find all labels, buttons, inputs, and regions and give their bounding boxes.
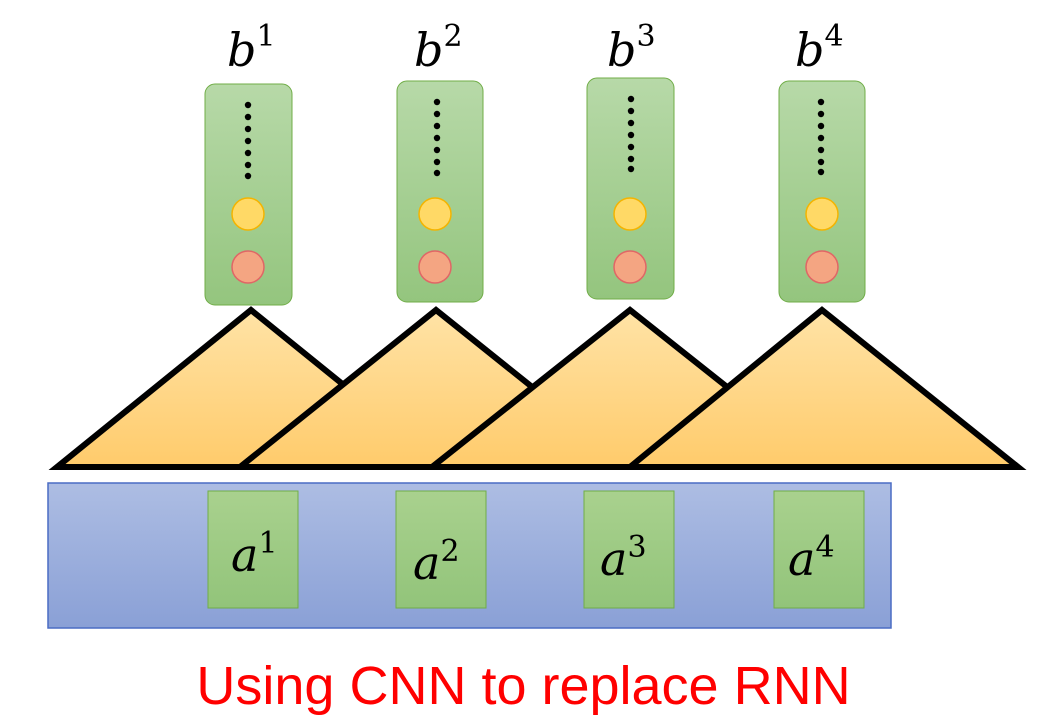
circle-neuron-icon [231,197,265,231]
output-label-2: b2 [414,19,463,77]
caption: Using CNN to replace RNN [196,656,851,716]
output-labels: b1 b2 b3 b4 [227,19,844,77]
input-label-2: a2 [413,534,460,590]
circle-neuron-icon [613,197,647,231]
circle-neuron-icon [418,250,452,284]
output-label-3: b3 [607,19,656,77]
conv-filters [48,306,1027,470]
circle-neuron-icon [805,197,839,231]
output-vector-1 [204,83,293,306]
vertical-dotted-ellipsis-icon [244,101,252,180]
output-label-1: b1 [227,19,276,77]
vertical-dotted-ellipsis-icon [433,98,441,177]
filter-triangle-4 [621,306,1027,470]
circle-neuron-icon [231,250,265,284]
input-label-1: a1 [231,526,278,582]
input-vector-1: a1 [207,490,299,609]
output-label-4: b4 [795,19,844,77]
output-vector-3 [586,77,675,300]
circle-neuron-icon [418,197,452,231]
circle-neuron-icon [805,250,839,284]
input-vector-4: a4 [773,490,865,609]
circle-neuron-icon [613,250,647,284]
input-sequence: a1 a2 a3 a4 [47,482,892,629]
input-label-4: a4 [788,530,835,586]
input-vector-2: a2 [395,490,487,609]
output-vector-2 [396,80,484,303]
input-label-3: a3 [600,530,647,586]
vertical-dotted-ellipsis-icon [627,95,635,173]
input-vector-3: a3 [583,490,675,609]
output-vectors [204,77,866,306]
output-vector-4 [778,80,866,303]
vertical-dotted-ellipsis-icon [817,98,825,176]
